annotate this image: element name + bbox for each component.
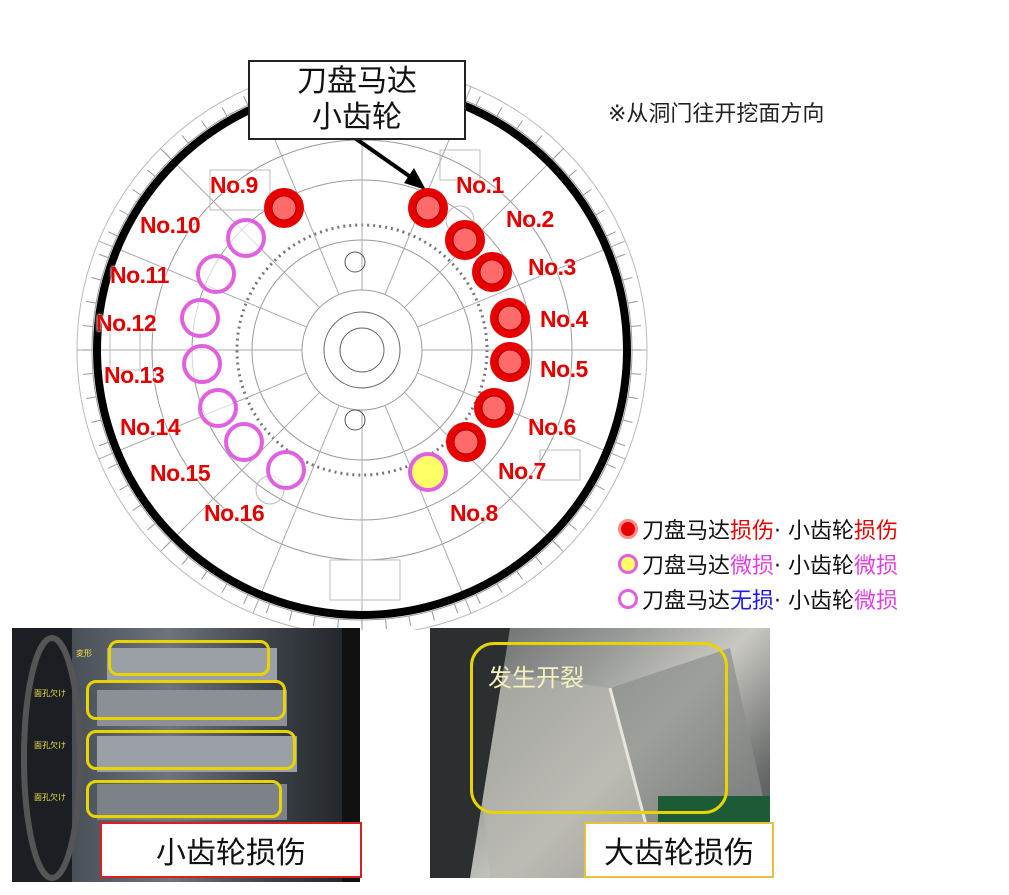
motor-marker-9 [264,188,304,228]
legend-motor-status: 损伤 [730,519,775,544]
highlight-box [108,640,270,676]
motor-label-10: No.10 [140,212,201,238]
motor-label-3: No.3 [528,254,576,280]
motor-marker-15 [224,422,264,462]
legend-marker-minor [618,554,638,574]
motor-marker-13 [182,344,222,384]
photo-tag: 面孔欠け [34,689,66,698]
legend-gear-status: 微损 [854,554,899,579]
highlight-box [86,780,282,818]
crack-label: 发生开裂 [488,664,584,692]
motor-label-7: No.7 [498,458,546,484]
legend-row-none: 刀盘马达 无损 · 小齿轮 微损 [618,583,898,615]
pinion-photo-texture [12,628,360,882]
highlight-box [86,680,286,720]
motor-marker-4 [490,298,530,338]
motor-marker-5 [490,342,530,382]
callout-box: 刀盘马达 小齿轮 [248,60,466,140]
motor-marker-16 [266,450,306,490]
legend-gear: · 小齿轮 [774,589,855,614]
motor-label-13: No.13 [104,362,165,388]
legend-marker-none [618,589,638,609]
motor-label-4: No.4 [540,306,588,332]
motor-label-2: No.2 [506,206,554,232]
motor-marker-12 [180,298,220,338]
motor-marker-10 [226,218,266,258]
legend-gear-status: 损伤 [854,519,899,544]
callout-line1: 刀盘马达 [297,64,417,99]
motor-marker-11 [196,254,236,294]
photo-tag: 面孔欠け [34,793,66,802]
direction-note: ※从洞门往开挖面方向 [608,102,825,127]
legend-row-minor: 刀盘马达 微损 · 小齿轮 微损 [618,548,898,580]
motor-marker-6 [474,388,514,428]
motor-marker-8 [408,452,448,492]
motor-label-1: No.1 [456,172,504,198]
motor-label-11: No.11 [110,262,169,288]
legend-motor-status: 无损 [730,589,775,614]
motors-layer [180,188,530,492]
drawing-background [76,64,648,630]
motor-marker-3 [472,252,512,292]
motor-label-16: No.16 [204,500,265,526]
motor-label-8: No.8 [450,500,498,526]
legend-row-damaged: 刀盘马达 损伤 · 小齿轮 损伤 [618,513,898,545]
legend-motor: 刀盘马达 [642,519,731,544]
motor-label-14: No.14 [120,414,181,440]
legend-gear: · 小齿轮 [774,519,855,544]
pinion-damage-photo: 変形 面孔欠け 面孔欠け 面孔欠け [12,628,360,882]
highlight-box [86,730,296,770]
legend-gear: · 小齿轮 [774,554,855,579]
arrow [350,134,426,190]
gear-damage-caption: 大齿轮损伤 [584,822,774,878]
legend-motor: 刀盘马达 [642,554,731,579]
motor-label-9: No.9 [210,172,258,198]
motor-marker-7 [446,422,486,462]
motor-label-15: No.15 [150,460,211,486]
legend-gear-status: 微损 [854,589,899,614]
motor-marker-14 [198,388,238,428]
photo-tag: 変形 [76,649,92,658]
legend-motor-status: 微损 [730,554,775,579]
photo-tag: 面孔欠け [34,741,66,750]
motor-marker-1 [408,188,448,228]
legend-motor: 刀盘马达 [642,589,731,614]
gear-damage-photo: 发生开裂 [430,628,770,878]
callout-line2: 小齿轮 [312,100,402,135]
motor-label-6: No.6 [528,414,576,440]
motor-label-12: No.12 [96,310,157,336]
legend-marker-damaged [618,519,638,539]
motor-label-5: No.5 [540,356,588,382]
crack-highlight-box [470,642,728,814]
motor-marker-2 [445,220,485,260]
pinion-damage-caption: 小齿轮损伤 [100,822,362,878]
